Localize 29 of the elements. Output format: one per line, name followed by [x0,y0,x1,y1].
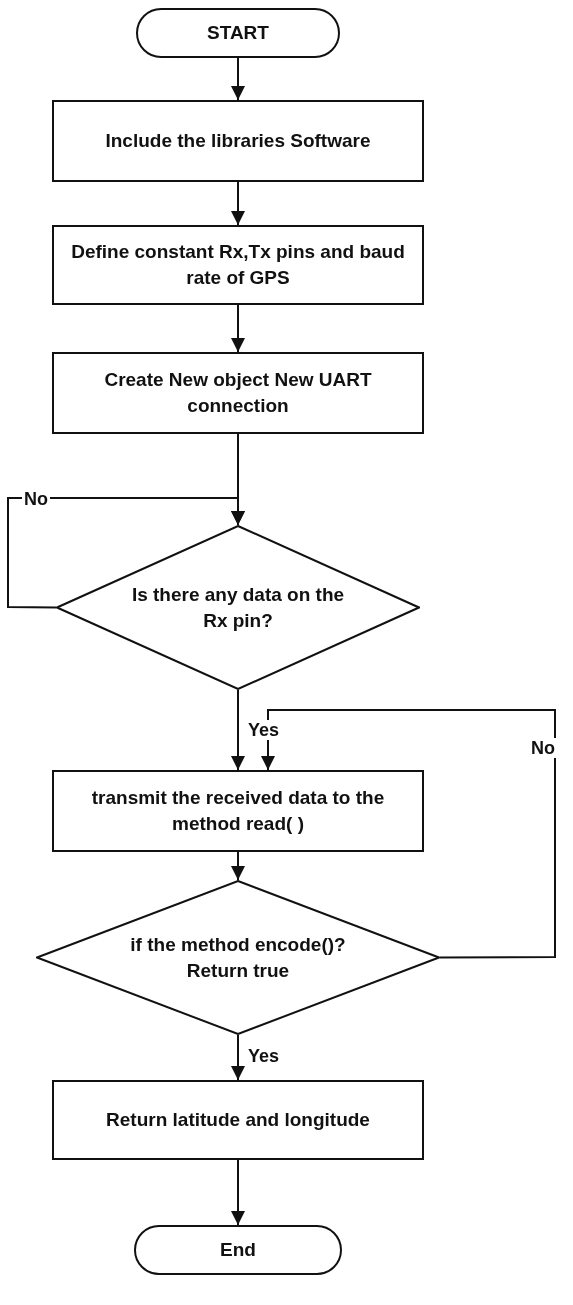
edge-label: Yes [246,720,282,740]
process-box [52,1080,424,1160]
arrow [231,851,245,881]
decision-diamond [56,525,420,690]
node-text: Create New object New UART connection [103,368,373,418]
arrow [7,497,245,609]
arrow [261,709,556,959]
node-text: Return latitude and longitude [106,1108,370,1133]
arrow [231,181,245,226]
node-text: Include the libraries Software [105,129,371,154]
process-box [52,770,424,852]
edge-label: No [529,738,557,758]
terminal-shape [136,8,340,58]
process-box [52,100,424,182]
decision-diamond [36,880,440,1035]
process-box [52,225,424,305]
process-box [52,352,424,434]
node-text: End [220,1238,256,1263]
arrow [231,57,245,101]
node-text: Is there any data on the Rx pin? [130,582,346,633]
node-text: START [207,21,269,46]
arrow [231,304,245,353]
node-text: Define constant Rx,Tx pins and baud rate of GPS [70,240,406,290]
arrow [231,689,245,771]
arrow [231,1034,245,1081]
node-text: if the method encode()? Return true [129,932,347,983]
terminal-shape [134,1225,342,1275]
node-text: transmit the received data to the method read( ) [90,786,386,836]
arrow [231,1159,245,1226]
